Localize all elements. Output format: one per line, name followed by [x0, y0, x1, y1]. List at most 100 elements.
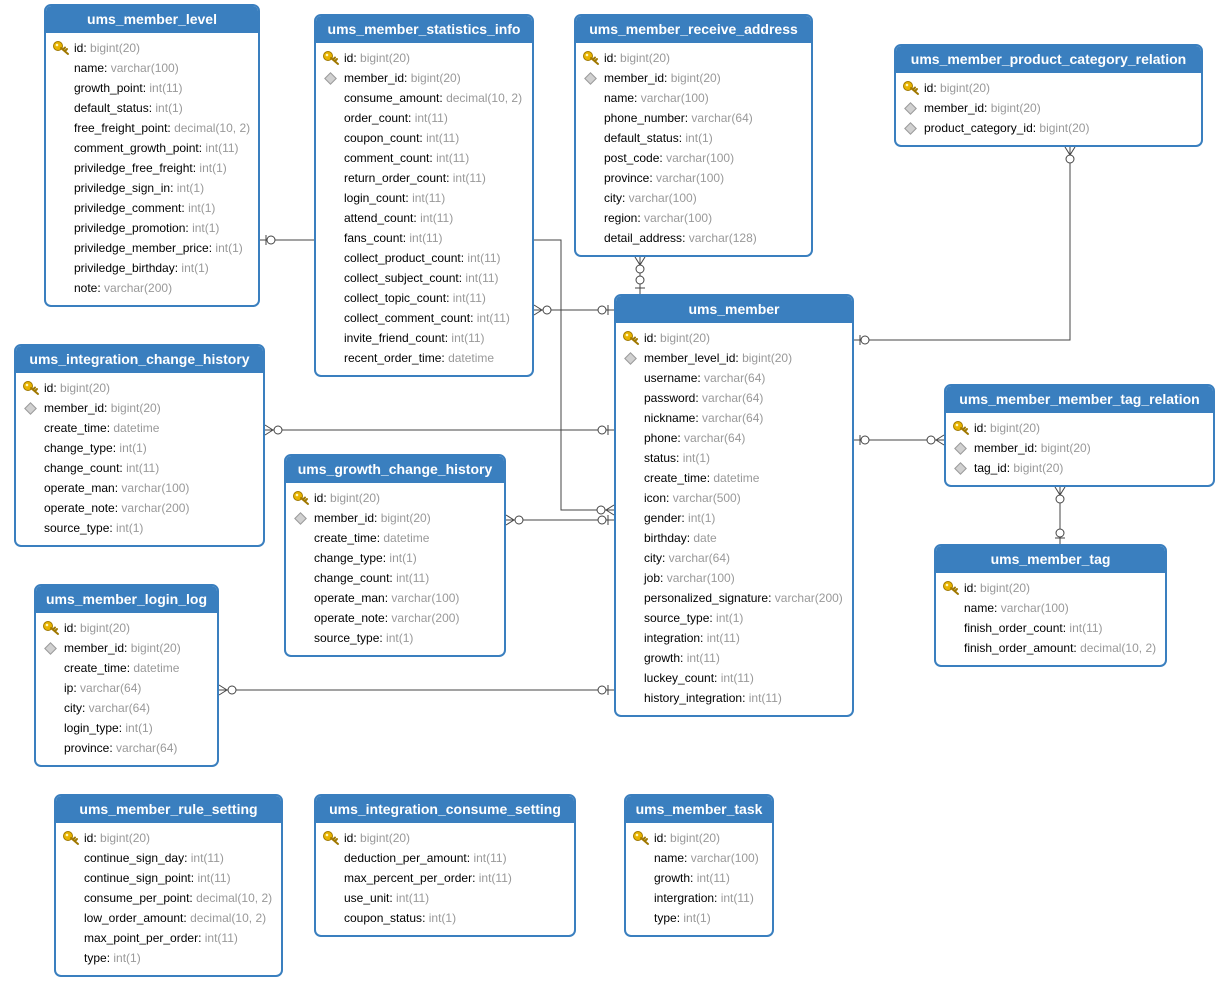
column-row[interactable]: finish_order_count: int(11) [936, 618, 1165, 638]
column-row[interactable]: attend_count: int(11) [316, 208, 532, 228]
column-row[interactable]: id: bigint(20) [626, 828, 772, 848]
column-row[interactable]: coupon_status: int(1) [316, 908, 574, 928]
column-row[interactable]: id: bigint(20) [16, 378, 263, 398]
column-row[interactable]: tag_id: bigint(20) [946, 458, 1213, 478]
column-row[interactable]: recent_order_time: datetime [316, 348, 532, 368]
column-row[interactable]: intergration: int(11) [626, 888, 772, 908]
column-row[interactable]: city: varchar(64) [36, 698, 217, 718]
column-row[interactable]: personalized_signature: varchar(200) [616, 588, 852, 608]
column-row[interactable]: continue_sign_day: int(11) [56, 848, 281, 868]
column-row[interactable]: member_id: bigint(20) [896, 98, 1201, 118]
column-row[interactable]: change_type: int(1) [16, 438, 263, 458]
column-row[interactable]: coupon_count: int(11) [316, 128, 532, 148]
column-row[interactable]: province: varchar(100) [576, 168, 811, 188]
column-row[interactable]: password: varchar(64) [616, 388, 852, 408]
column-row[interactable]: birthday: date [616, 528, 852, 548]
column-row[interactable]: growth_point: int(11) [46, 78, 258, 98]
column-row[interactable]: collect_product_count: int(11) [316, 248, 532, 268]
column-row[interactable]: id: bigint(20) [36, 618, 217, 638]
column-row[interactable]: login_count: int(11) [316, 188, 532, 208]
column-row[interactable]: name: varchar(100) [576, 88, 811, 108]
column-row[interactable]: member_id: bigint(20) [36, 638, 217, 658]
column-row[interactable]: id: bigint(20) [616, 328, 852, 348]
column-row[interactable]: gender: int(1) [616, 508, 852, 528]
column-row[interactable]: note: varchar(200) [46, 278, 258, 298]
column-row[interactable]: comment_count: int(11) [316, 148, 532, 168]
column-row[interactable]: use_unit: int(11) [316, 888, 574, 908]
column-row[interactable]: return_order_count: int(11) [316, 168, 532, 188]
column-row[interactable]: priviledge_sign_in: int(1) [46, 178, 258, 198]
column-row[interactable]: type: int(1) [626, 908, 772, 928]
column-row[interactable]: member_id: bigint(20) [316, 68, 532, 88]
column-row[interactable]: fans_count: int(11) [316, 228, 532, 248]
column-row[interactable]: source_type: int(1) [286, 628, 504, 648]
column-row[interactable]: operate_man: varchar(100) [16, 478, 263, 498]
column-row[interactable]: create_time: datetime [16, 418, 263, 438]
column-row[interactable]: id: bigint(20) [946, 418, 1213, 438]
column-row[interactable]: nickname: varchar(64) [616, 408, 852, 428]
column-row[interactable]: priviledge_promotion: int(1) [46, 218, 258, 238]
column-row[interactable]: job: varchar(100) [616, 568, 852, 588]
column-row[interactable]: free_freight_point: decimal(10, 2) [46, 118, 258, 138]
column-row[interactable]: comment_growth_point: int(11) [46, 138, 258, 158]
column-row[interactable]: default_status: int(1) [46, 98, 258, 118]
column-row[interactable]: order_count: int(11) [316, 108, 532, 128]
column-row[interactable]: id: bigint(20) [896, 78, 1201, 98]
column-row[interactable]: id: bigint(20) [46, 38, 258, 58]
column-row[interactable]: deduction_per_amount: int(11) [316, 848, 574, 868]
column-row[interactable]: change_count: int(11) [16, 458, 263, 478]
column-row[interactable]: id: bigint(20) [286, 488, 504, 508]
column-row[interactable]: max_percent_per_order: int(11) [316, 868, 574, 888]
column-row[interactable]: name: varchar(100) [46, 58, 258, 78]
column-row[interactable]: operate_man: varchar(100) [286, 588, 504, 608]
column-row[interactable]: consume_amount: decimal(10, 2) [316, 88, 532, 108]
column-row[interactable]: post_code: varchar(100) [576, 148, 811, 168]
column-row[interactable]: create_time: datetime [286, 528, 504, 548]
column-row[interactable]: create_time: datetime [616, 468, 852, 488]
column-row[interactable]: city: varchar(64) [616, 548, 852, 568]
column-row[interactable]: city: varchar(100) [576, 188, 811, 208]
column-row[interactable]: province: varchar(64) [36, 738, 217, 758]
column-row[interactable]: priviledge_free_freight: int(1) [46, 158, 258, 178]
column-row[interactable]: default_status: int(1) [576, 128, 811, 148]
column-row[interactable]: continue_sign_point: int(11) [56, 868, 281, 888]
column-row[interactable]: product_category_id: bigint(20) [896, 118, 1201, 138]
column-row[interactable]: source_type: int(1) [616, 608, 852, 628]
column-row[interactable]: finish_order_amount: decimal(10, 2) [936, 638, 1165, 658]
column-row[interactable]: id: bigint(20) [316, 48, 532, 68]
column-row[interactable]: source_type: int(1) [16, 518, 263, 538]
column-row[interactable]: collect_subject_count: int(11) [316, 268, 532, 288]
column-row[interactable]: name: varchar(100) [936, 598, 1165, 618]
column-row[interactable]: consume_per_point: decimal(10, 2) [56, 888, 281, 908]
column-row[interactable]: change_count: int(11) [286, 568, 504, 588]
column-row[interactable]: priviledge_member_price: int(1) [46, 238, 258, 258]
column-row[interactable]: priviledge_comment: int(1) [46, 198, 258, 218]
column-row[interactable]: growth: int(11) [616, 648, 852, 668]
column-row[interactable]: name: varchar(100) [626, 848, 772, 868]
column-row[interactable]: ip: varchar(64) [36, 678, 217, 698]
column-row[interactable]: operate_note: varchar(200) [286, 608, 504, 628]
column-row[interactable]: integration: int(11) [616, 628, 852, 648]
column-row[interactable]: growth: int(11) [626, 868, 772, 888]
column-row[interactable]: member_id: bigint(20) [286, 508, 504, 528]
column-row[interactable]: operate_note: varchar(200) [16, 498, 263, 518]
column-row[interactable]: icon: varchar(500) [616, 488, 852, 508]
column-row[interactable]: max_point_per_order: int(11) [56, 928, 281, 948]
column-row[interactable]: member_id: bigint(20) [16, 398, 263, 418]
column-row[interactable]: username: varchar(64) [616, 368, 852, 388]
column-row[interactable]: member_id: bigint(20) [946, 438, 1213, 458]
column-row[interactable]: invite_friend_count: int(11) [316, 328, 532, 348]
column-row[interactable]: history_integration: int(11) [616, 688, 852, 708]
column-row[interactable]: type: int(1) [56, 948, 281, 968]
column-row[interactable]: id: bigint(20) [56, 828, 281, 848]
column-row[interactable]: phone_number: varchar(64) [576, 108, 811, 128]
